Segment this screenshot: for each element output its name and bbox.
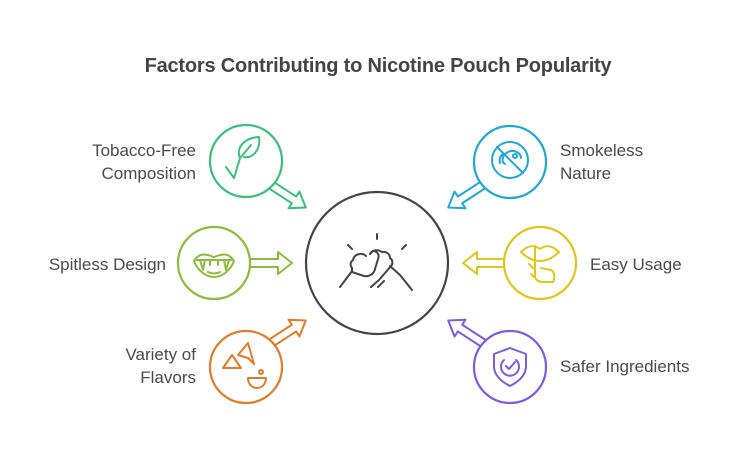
label-line: Flavors	[140, 368, 196, 387]
shield-check-icon	[493, 347, 527, 387]
arrow-icon	[447, 318, 490, 350]
leaf-check-icon	[225, 136, 261, 179]
shush-lips-icon	[520, 245, 560, 283]
label-safer-ingredients: Safer Ingredients	[560, 357, 690, 376]
icon-circle	[208, 123, 284, 199]
label-variety: Variety of Flavors	[125, 343, 196, 389]
icon-circle	[208, 329, 284, 405]
arrow-icon	[462, 251, 505, 275]
factor-tobacco-free	[208, 123, 307, 210]
label-easy-usage: Easy Usage	[590, 255, 682, 274]
icon-circle	[472, 124, 548, 200]
icon-circle	[502, 225, 578, 301]
label-line: Smokeless	[560, 141, 644, 160]
label-line: Variety of	[125, 345, 196, 364]
no-smoke-icon	[491, 141, 529, 179]
arm-wrestling-icon	[339, 233, 413, 291]
factor-easy-usage	[462, 225, 578, 301]
flavors-icon	[222, 342, 267, 389]
factor-spitless	[176, 225, 293, 301]
factor-smokeless	[447, 124, 548, 210]
label-spitless: Spitless Design	[48, 255, 166, 274]
label-line: Nature	[560, 164, 612, 183]
mouth-fangs-icon	[193, 253, 235, 278]
diagram-title: Factors Contributing to Nicotine Pouch P…	[144, 55, 612, 77]
label-line: Tobacco-Free	[92, 141, 196, 160]
arrow-icon	[264, 178, 307, 210]
factor-safer-ingredients	[447, 318, 548, 405]
label-line: Composition	[101, 164, 197, 183]
icon-circle	[176, 225, 252, 301]
factor-variety	[208, 318, 307, 405]
arrow-icon	[249, 251, 293, 275]
